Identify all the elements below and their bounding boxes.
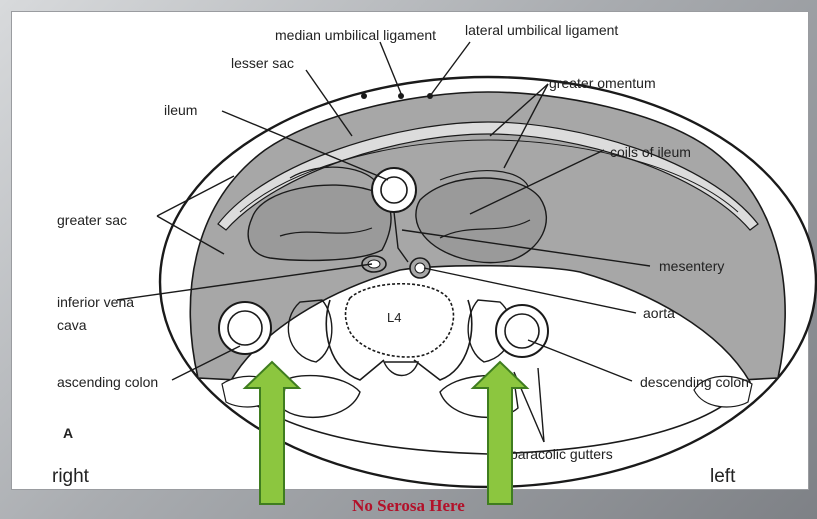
label-aorta: aorta [643, 305, 675, 321]
no-serosa-caption: No Serosa Here [0, 496, 817, 516]
label-median-umbilical-ligament: median umbilical ligament [275, 27, 436, 43]
label-left: left [710, 466, 736, 487]
label-panel-letter: A [63, 425, 73, 441]
label-coils-of-ileum: coils of ileum [610, 144, 691, 160]
label-descending-colon: descending colon [640, 374, 749, 390]
label-greater-sac: greater sac [57, 212, 127, 228]
ileum-lumen [381, 177, 407, 203]
label-greater-omentum: greater omentum [549, 75, 656, 91]
label-ascending-colon: ascending colon [57, 374, 158, 390]
label-mesentery: mesentery [659, 258, 724, 274]
label-lateral-umbilical-ligament: lateral umbilical ligament [465, 22, 618, 38]
label-right: right [52, 466, 90, 487]
ligament-nodule-1 [361, 93, 367, 99]
label-lesser-sac: lesser sac [231, 55, 294, 71]
label-ileum: ileum [164, 102, 197, 118]
label-l4: L4 [387, 310, 401, 325]
aorta-lumen [415, 263, 425, 273]
label-inferior-vena-cava-line1: inferior vena [57, 294, 134, 310]
label-paracolic-gutters: paracolic gutters [510, 446, 613, 462]
ascending-colon-lumen [228, 311, 262, 345]
label-inferior-vena-cava-line2: cava [57, 317, 87, 333]
